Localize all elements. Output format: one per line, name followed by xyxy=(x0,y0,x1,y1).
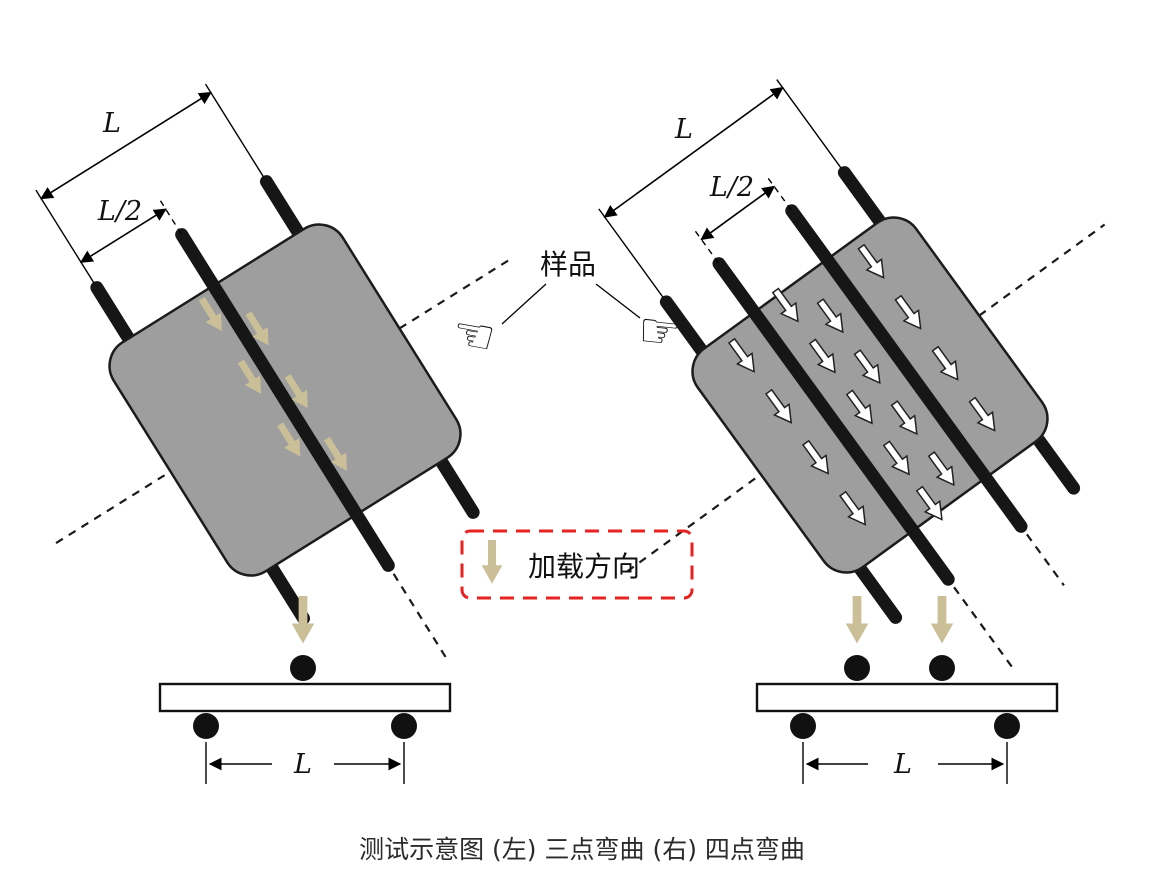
span-dimension xyxy=(205,742,405,784)
three-point-schematic: L xyxy=(158,596,452,784)
right-sample-assembly xyxy=(598,79,1106,673)
left-dimension-lines xyxy=(35,83,265,284)
load-line-dashed-extension xyxy=(392,573,450,662)
support-pin xyxy=(391,713,417,739)
left-sample-assembly xyxy=(35,83,511,662)
pointing-hand-left-icon: ☜ xyxy=(448,304,500,367)
leader-line-left xyxy=(501,283,547,325)
support-pin xyxy=(790,713,816,739)
loading-rod xyxy=(712,257,955,586)
four-point-schematic: L xyxy=(755,596,1059,784)
beam-bar xyxy=(755,682,1059,713)
loading-pin xyxy=(290,655,316,681)
support-pin xyxy=(994,713,1020,739)
beam-bar xyxy=(158,682,452,713)
support-pin xyxy=(193,713,219,739)
sample-label: 样品 xyxy=(540,248,596,281)
leader-line-right xyxy=(595,283,641,319)
loading-rod xyxy=(785,204,1028,533)
load-line-dashed-extension xyxy=(1026,533,1065,587)
legend-dashed-box xyxy=(460,529,694,600)
sample-body xyxy=(691,216,1049,574)
span-dimension xyxy=(802,742,1008,784)
half-span-label-left: L/2 xyxy=(97,196,142,227)
span-label-bottom-right: L xyxy=(893,749,912,780)
loading-pin xyxy=(844,655,870,681)
loading-pin xyxy=(929,655,955,681)
span-label-right: L xyxy=(674,114,693,145)
half-span-label-right: L/2 xyxy=(709,172,754,203)
span-label-left: L xyxy=(102,108,121,139)
pointing-hand-right-icon: ☞ xyxy=(635,302,684,362)
loading-rod xyxy=(175,228,395,572)
load-direction-legend: 加载方向 xyxy=(460,529,694,600)
load-direction-arrow-icon xyxy=(481,540,503,584)
figure-caption: 测试示意图 (左) 三点弯曲 (右) 四点弯曲 xyxy=(359,835,805,864)
sample-callout: 样品 ☜ ☞ xyxy=(448,248,684,367)
load-line-dashed-extension xyxy=(953,586,1017,673)
span-label-bottom-left: L xyxy=(293,749,312,780)
right-dimension-lines xyxy=(598,79,843,299)
load-direction-label: 加载方向 xyxy=(528,550,640,583)
